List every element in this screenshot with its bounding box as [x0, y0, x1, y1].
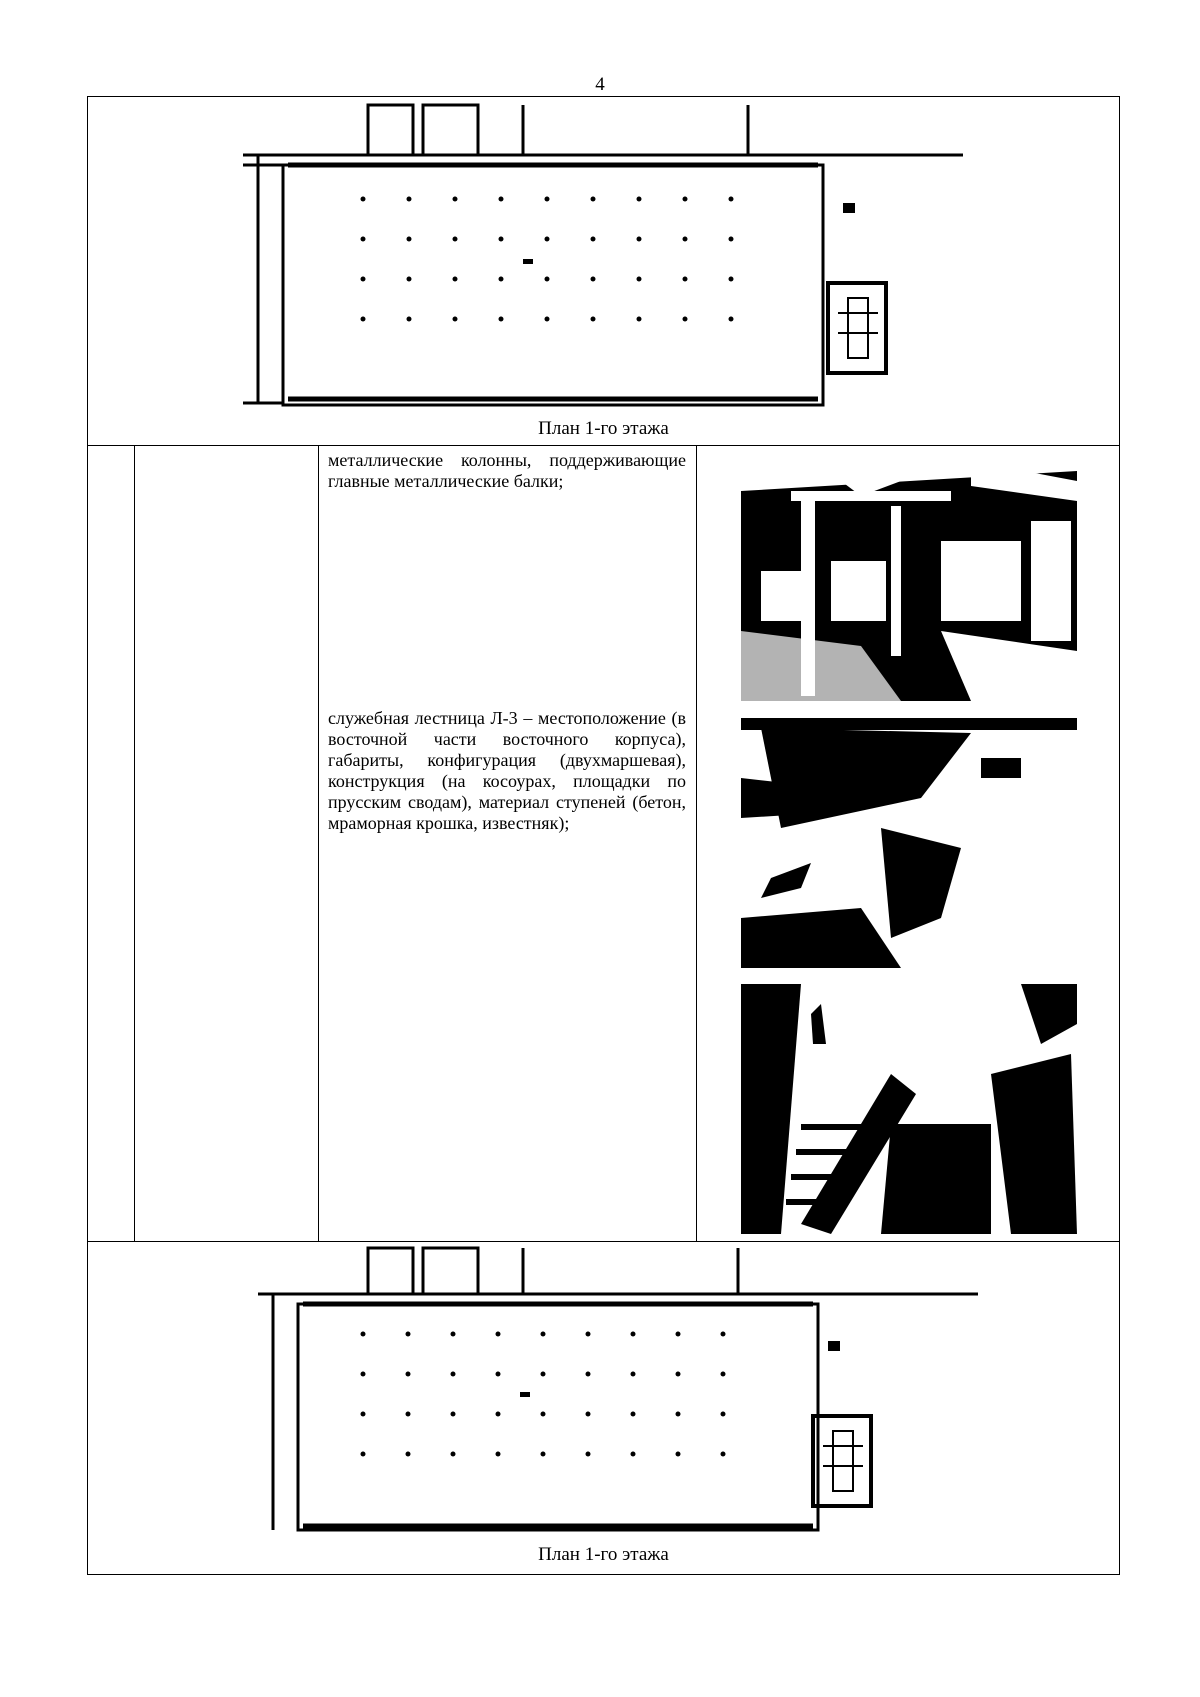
page-number: 4: [595, 74, 605, 95]
photo-stair-flight: [741, 984, 1077, 1234]
columns-description: металлические колонны, поддерживающие гл…: [328, 450, 686, 491]
top-plan-caption: План 1-го этажа: [538, 418, 669, 439]
photo-interior-columns: [741, 451, 1077, 701]
bottom-plan-row: План 1-го этажа: [88, 1242, 1119, 1574]
floor-plan-drawing: [243, 103, 963, 407]
floor-plan-drawing: [258, 1246, 978, 1532]
top-plan-row: План 1-го этажа: [88, 97, 1119, 446]
document-table: План 1-го этажа металлические колонны, п…: [87, 96, 1120, 1575]
column-divider: [134, 446, 135, 1241]
column-divider: [696, 446, 697, 1241]
column-divider: [318, 446, 319, 1241]
bottom-plan-caption: План 1-го этажа: [538, 1544, 669, 1565]
stair-description: служебная лестница Л-3 – местоположение …: [328, 708, 686, 833]
description-row: металлические колонны, поддерживающие гл…: [88, 446, 1119, 1242]
photo-stair-underside: [741, 718, 1077, 968]
